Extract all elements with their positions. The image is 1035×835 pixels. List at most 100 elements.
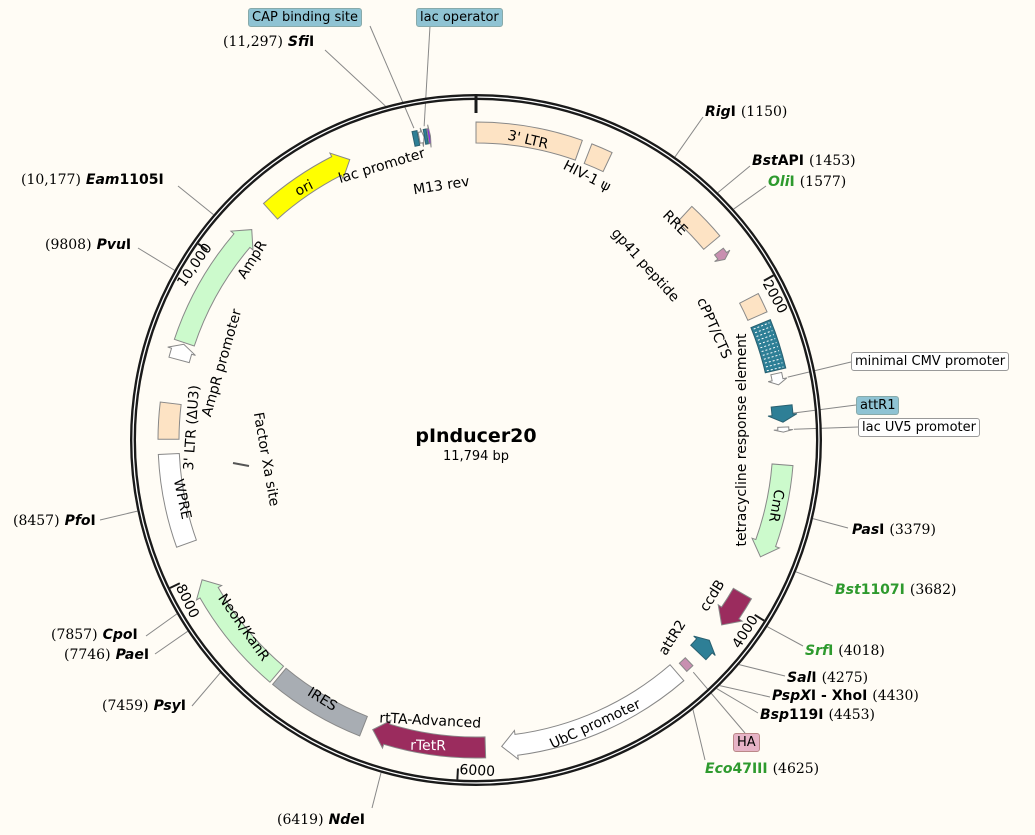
enzyme-site-rigi[interactable]: RigI(1150) bbox=[705, 104, 792, 120]
enzyme-position: (3682) bbox=[909, 582, 957, 598]
callout-cap-binding-site: CAP binding site bbox=[248, 8, 363, 27]
enzyme-site-bsp119i[interactable]: Bsp119I(4453) bbox=[760, 707, 880, 723]
callout-leader-line bbox=[369, 25, 415, 129]
label-rtta: rtTA-Advanced bbox=[379, 710, 482, 731]
enzyme-name-italic: Pae bbox=[115, 647, 144, 663]
factor-xa-site-mark bbox=[232, 462, 250, 467]
enzyme-site-pfoi[interactable]: (8457)PfoI bbox=[8, 513, 96, 529]
label-cmr: CmR bbox=[765, 488, 787, 524]
label-factor-xa: Factor Xa site bbox=[250, 411, 282, 508]
enzyme-name-italic: PspX bbox=[772, 688, 811, 704]
tre-repeat-mark bbox=[754, 326, 772, 334]
enzyme-site-cpoi[interactable]: (7857)CpoI bbox=[46, 627, 138, 643]
enzyme-name-italic: Pas bbox=[852, 522, 880, 538]
feature-rtetr[interactable] bbox=[372, 719, 487, 759]
enzyme-site-eam1105i[interactable]: (10,177) Eam1105I bbox=[16, 172, 164, 188]
enzyme-name-italic: Sal bbox=[787, 670, 812, 686]
enzyme-site-ndei[interactable]: (6419)NdeI bbox=[272, 812, 365, 828]
callout-ha: HA bbox=[733, 733, 760, 752]
enzyme-position: (9808) bbox=[45, 237, 92, 253]
enzyme-name-suffix: I bbox=[730, 104, 736, 120]
enzyme-site-paei[interactable]: (7746)PaeI bbox=[59, 647, 149, 663]
enzyme-name-suffix: I bbox=[180, 698, 187, 714]
position-tick bbox=[169, 582, 181, 589]
callout-lac-uv5: lac UV5 promoter bbox=[858, 418, 980, 437]
position-tick bbox=[763, 274, 774, 282]
enzyme-name: OliI bbox=[768, 174, 795, 190]
callout-leader-line bbox=[792, 404, 857, 414]
tre-repeat-mark bbox=[761, 346, 779, 353]
enzyme-site-pasi[interactable]: PasI(3379) bbox=[852, 522, 941, 538]
position-tick bbox=[197, 243, 208, 251]
feature-ccdb[interactable] bbox=[717, 587, 753, 626]
enzyme-site-bstapi[interactable]: BstAPI(1453) bbox=[752, 153, 861, 169]
feature-ha[interactable] bbox=[678, 657, 694, 673]
enzyme-site-srfi[interactable]: SrfI(4018) bbox=[805, 643, 890, 659]
feature-m13-rev[interactable] bbox=[426, 124, 432, 148]
feature-cmr[interactable] bbox=[751, 463, 794, 558]
feature-ires[interactable] bbox=[271, 667, 368, 737]
feature-ampr[interactable] bbox=[173, 229, 254, 347]
enzyme-leader-line bbox=[767, 626, 804, 647]
enzyme-site-pvui[interactable]: (9808)PvuI bbox=[40, 237, 131, 253]
enzyme-position: (10,177) bbox=[21, 172, 81, 188]
feature-neor-kanr[interactable] bbox=[195, 579, 285, 683]
feature-lac-promoter[interactable] bbox=[417, 127, 425, 147]
enzyme-leader-line bbox=[795, 571, 834, 587]
enzyme-leader-line bbox=[717, 165, 751, 193]
feature-cap-binding-site[interactable] bbox=[411, 130, 421, 147]
feature-lac-operator[interactable] bbox=[422, 128, 429, 145]
feature-ori[interactable] bbox=[262, 152, 351, 220]
feature-cppt-cts[interactable] bbox=[738, 292, 768, 321]
enzyme-site-olii[interactable]: OliI(1577) bbox=[768, 174, 851, 190]
feature-minimal-cmv-promoter[interactable] bbox=[768, 371, 788, 386]
callout-leader-line bbox=[423, 25, 431, 127]
feature-wpre[interactable] bbox=[157, 453, 198, 548]
enzyme-position: (7459) bbox=[102, 698, 149, 714]
feature-hiv-1[interactable] bbox=[583, 143, 613, 173]
enzyme-site-psyi[interactable]: (7459)PsyI bbox=[97, 698, 186, 714]
enzyme-name-suffix: I bbox=[90, 513, 96, 529]
feature-3-ltr-u3[interactable] bbox=[157, 401, 182, 440]
label-ampr-promoter: AmpR promoter bbox=[199, 307, 245, 419]
enzyme-name-suffix: I bbox=[789, 174, 795, 190]
enzyme-position: (7857) bbox=[51, 627, 98, 643]
enzyme-name-italic: Pfo bbox=[64, 513, 91, 529]
enzyme-site-pspxi-xhoi[interactable]: PspXI - XhoI(4430) bbox=[772, 688, 924, 704]
feature-attr2[interactable] bbox=[690, 635, 716, 661]
enzyme-name: Eam1105I bbox=[86, 172, 164, 188]
enzyme-name: SfiI bbox=[288, 34, 314, 50]
enzyme-name-suffix: I bbox=[309, 34, 315, 50]
enzyme-name: Eco47III bbox=[705, 761, 768, 777]
feature-lac-uv5-promoter[interactable] bbox=[773, 426, 793, 433]
label-3-ltr-du3: 3' LTR (ΔU3) bbox=[181, 385, 203, 471]
enzyme-leader-line bbox=[177, 185, 214, 216]
enzyme-name-italic: Srf bbox=[805, 643, 829, 659]
feature-tetracycline-response-element[interactable] bbox=[750, 319, 787, 374]
enzyme-leader-line bbox=[716, 688, 759, 714]
position-tick-label: 6000 bbox=[459, 762, 495, 780]
feature-ubc-promoter[interactable] bbox=[500, 664, 685, 761]
feature-rre[interactable] bbox=[676, 205, 721, 251]
feature-3-ltr[interactable] bbox=[475, 121, 583, 161]
enzyme-name-suffix: API bbox=[777, 153, 805, 169]
enzyme-position: (1453) bbox=[809, 153, 856, 169]
enzyme-name-suffix: I bbox=[828, 643, 834, 659]
enzyme-name-italic: Nde bbox=[328, 812, 360, 828]
enzyme-leader-line bbox=[719, 685, 771, 698]
enzyme-site-sfii[interactable]: (11,297)SfiI bbox=[218, 34, 314, 50]
enzyme-site-bst1107i[interactable]: Bst1107I(3682) bbox=[835, 582, 961, 598]
feature-gp41-peptide[interactable] bbox=[713, 247, 731, 262]
feature-ampr-promoter[interactable] bbox=[167, 343, 196, 364]
feature-attr1[interactable] bbox=[767, 404, 798, 423]
enzyme-name-suffix: I bbox=[811, 670, 817, 686]
enzyme-site-sali[interactable]: SalI(4275) bbox=[787, 670, 873, 686]
callout-leader-line bbox=[787, 361, 852, 378]
tre-repeat-mark bbox=[765, 362, 783, 368]
enzyme-site-eco47iii[interactable]: Eco47III(4625) bbox=[705, 761, 824, 777]
enzyme-position: (4625) bbox=[772, 761, 820, 777]
label-gp41: gp41 peptide bbox=[608, 225, 682, 305]
enzyme-position: (8457) bbox=[13, 513, 60, 529]
enzyme-name-suffix: 47III bbox=[732, 761, 768, 777]
